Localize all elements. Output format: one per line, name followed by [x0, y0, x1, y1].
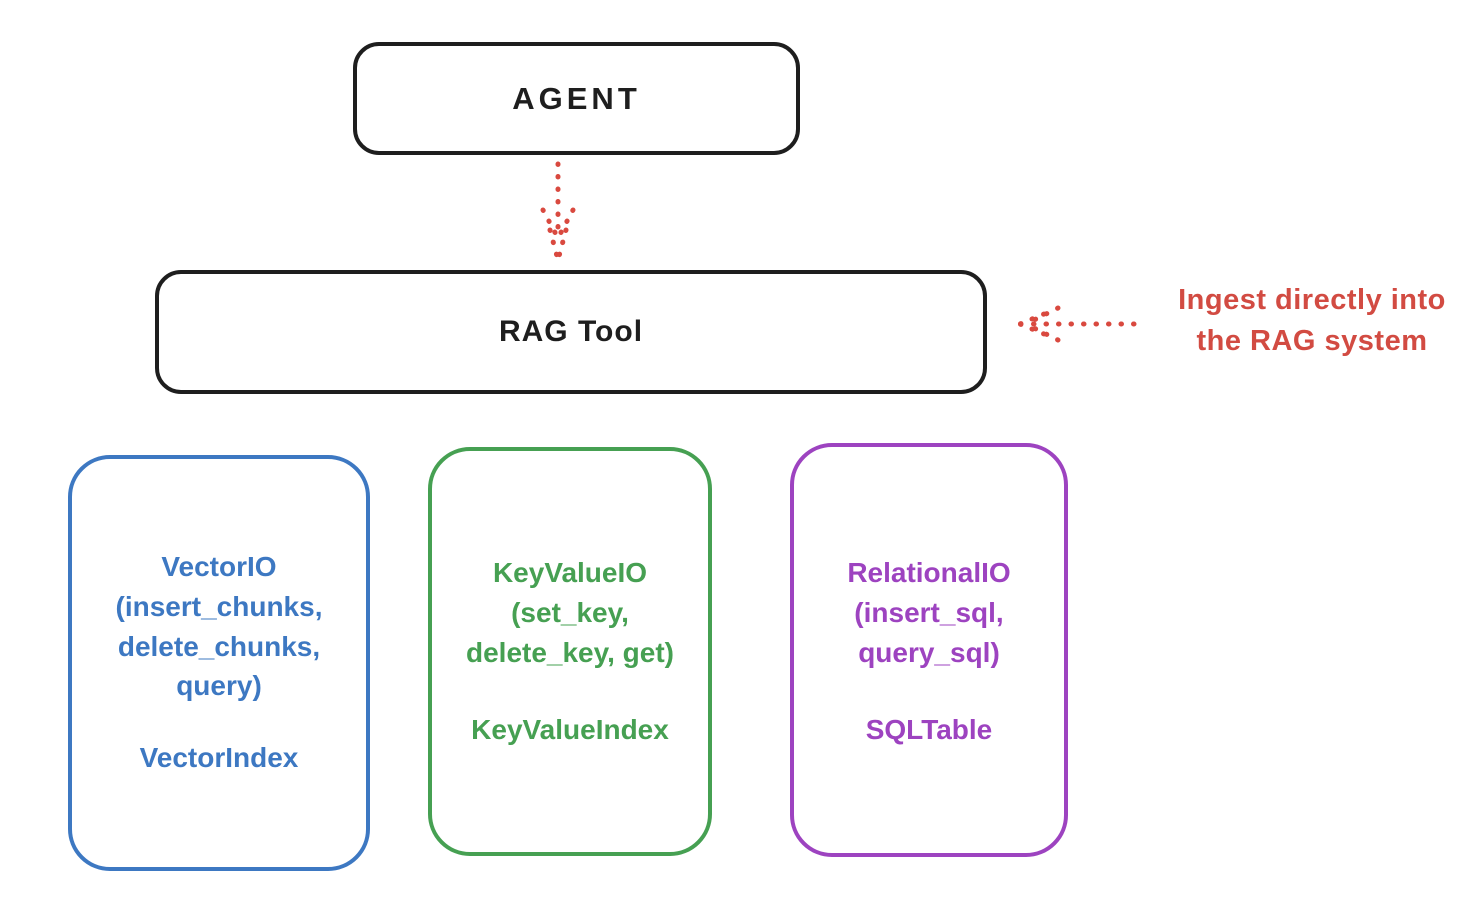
agent-node: AGENT: [353, 42, 800, 155]
arrow-down-icon: [540, 161, 576, 263]
vector-io-line: VectorIO: [161, 551, 277, 582]
sql-table-label: SQLTable: [865, 714, 993, 746]
keyvalue-io-line: KeyValueIO: [492, 557, 648, 588]
vector-io-line: (insert_chunks,: [115, 590, 323, 622]
keyvalue-io-line: (set_key,: [511, 596, 629, 628]
ingest-annotation: Ingest directly into the RAG system: [1138, 280, 1484, 361]
keyvalue-io-node: KeyValueIO (set_key, delete_key, get) Ke…: [428, 447, 712, 856]
keyvalue-index-label: KeyValueIndex: [471, 714, 669, 746]
rag-tool-label: RAG Tool: [498, 315, 644, 348]
agent-label: AGENT: [512, 80, 641, 116]
vector-io-line: delete_chunks,: [117, 630, 321, 662]
vector-io-node: VectorIO (insert_chunks, delete_chunks, …: [68, 455, 370, 871]
arrow-left-icon: [1017, 305, 1137, 343]
relational-io-line: (insert_sql,: [854, 596, 1004, 628]
ingest-annotation-line1: Ingest directly into: [1178, 284, 1446, 316]
rag-tool-node: RAG Tool: [155, 270, 987, 394]
relational-io-node: RelationalIO (insert_sql, query_sql) SQL…: [790, 443, 1068, 857]
vector-io-line: query): [176, 670, 262, 702]
relational-io-line: query_sql): [858, 636, 1000, 668]
keyvalue-io-line: delete_key, get): [465, 636, 675, 668]
vector-index-label: VectorIndex: [139, 742, 299, 773]
ingest-annotation-line2: the RAG system: [1196, 324, 1428, 357]
relational-io-line: RelationalIO: [847, 557, 1011, 588]
